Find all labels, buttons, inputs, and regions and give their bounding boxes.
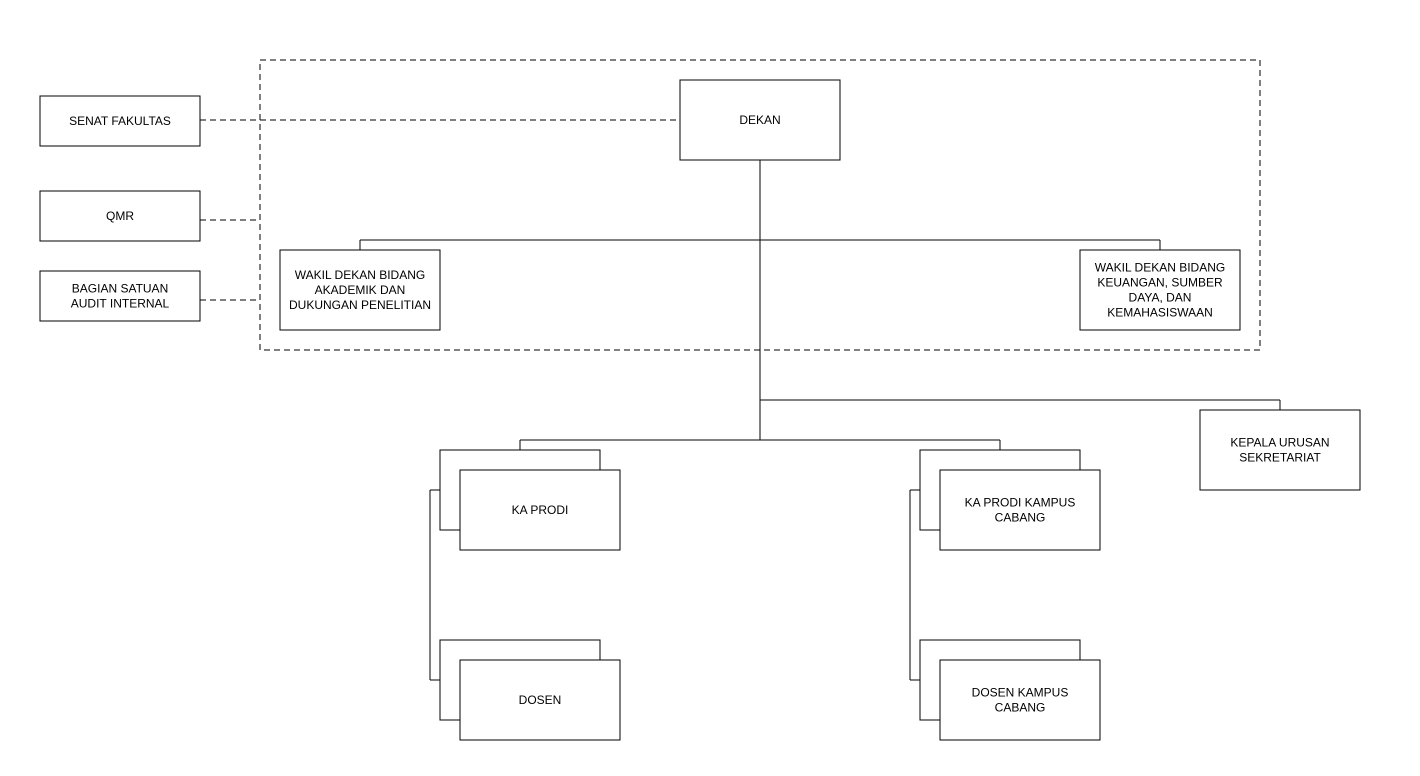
ka-prodi-label: KA PRODI (512, 503, 569, 517)
label-line: AUDIT INTERNAL (71, 297, 170, 311)
label-line: QMR (106, 209, 134, 223)
dekan-box: DEKAN (679, 79, 841, 161)
ka-prodi-stack: KA PRODI (439, 449, 621, 551)
hierarchy-connectors (359, 160, 1281, 681)
label-line: DEKAN (739, 113, 780, 127)
dosen-stack: DOSEN (439, 639, 621, 741)
dekan-label: DEKAN (739, 113, 780, 127)
label-line: SENAT FAKULTAS (69, 114, 171, 128)
label-line: WAKIL DEKAN BIDANG (295, 268, 425, 282)
label-line: KA PRODI (512, 503, 569, 517)
senat-fakultas-box: SENAT FAKULTAS (39, 95, 201, 147)
senat-fakultas-label: SENAT FAKULTAS (69, 114, 171, 128)
dosen-label: DOSEN (519, 693, 562, 707)
label-line: KA PRODI KAMPUS (965, 496, 1076, 510)
label-line: KEMAHASISWAAN (1107, 306, 1213, 320)
label-line: AKADEMIK DAN (315, 283, 406, 297)
label-line: KEUANGAN, SUMBER (1097, 276, 1223, 290)
label-line: DOSEN KAMPUS (972, 686, 1069, 700)
qmr-box: QMR (39, 190, 201, 242)
qmr-label: QMR (106, 209, 134, 223)
label-line: BAGIAN SATUAN (72, 282, 168, 296)
label-line: DUKUNGAN PENELITIAN (289, 298, 431, 312)
label-line: WAKIL DEKAN BIDANG (1095, 261, 1225, 275)
label-line: CABANG (995, 511, 1046, 525)
label-line: CABANG (995, 701, 1046, 715)
label-line: DOSEN (519, 693, 562, 707)
label-line: KEPALA URUSAN (1230, 436, 1329, 450)
label-line: SEKRETARIAT (1239, 451, 1321, 465)
label-line: DAYA, DAN (1129, 291, 1192, 305)
